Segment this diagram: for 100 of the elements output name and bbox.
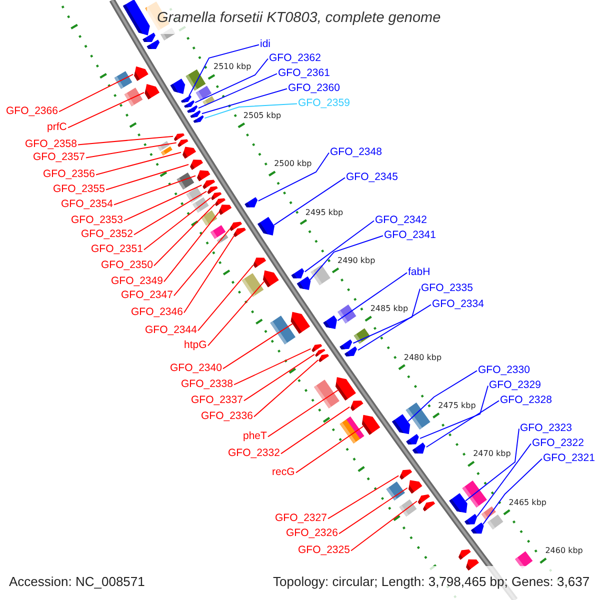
gene-pentagon bbox=[146, 40, 160, 50]
gene-label: GFO_2360 bbox=[288, 82, 340, 94]
leader-line bbox=[201, 88, 288, 114]
leader-line bbox=[338, 487, 408, 534]
gene-pentagon bbox=[178, 139, 188, 148]
gene-label: GFO_2347 bbox=[121, 289, 173, 302]
gene-label: GFO_2335 bbox=[421, 282, 473, 294]
gene-label: pheT bbox=[243, 430, 267, 442]
gene-pentagon bbox=[253, 258, 266, 268]
gene-pentagon bbox=[291, 268, 304, 278]
gene-label: GFO_2355 bbox=[53, 183, 105, 196]
gene-pentagon bbox=[323, 315, 337, 329]
gene-pentagon bbox=[144, 84, 160, 100]
leader-line bbox=[106, 164, 190, 190]
gene-pentagon bbox=[170, 78, 186, 94]
gene-label: GFO_2326 bbox=[286, 527, 338, 540]
leader-line bbox=[96, 152, 182, 176]
footer-text: Topology: circular; Length: 3,798,465 bp; Genes: 3,637 bbox=[273, 574, 590, 590]
leader-line bbox=[198, 264, 254, 332]
gene-pentagon bbox=[258, 216, 274, 236]
leader-line bbox=[482, 458, 542, 525]
gene-label: GFO_2366 bbox=[6, 105, 58, 118]
leader-line bbox=[68, 92, 145, 128]
gene-pentagon bbox=[423, 501, 436, 512]
scale-label: 2485 kbp bbox=[370, 304, 408, 314]
gene-label: GFO_2348 bbox=[330, 146, 382, 158]
gene-pentagon bbox=[187, 105, 198, 113]
gene-pentagon bbox=[412, 442, 426, 454]
gene-label: recG bbox=[272, 466, 295, 478]
leader-line bbox=[208, 281, 265, 346]
leader-line bbox=[124, 184, 202, 222]
gene-pentagon bbox=[406, 434, 419, 444]
gene-pentagon bbox=[207, 186, 218, 194]
leader-line bbox=[114, 175, 196, 206]
leader-line bbox=[310, 235, 384, 280]
gene-label: GFO_2357 bbox=[33, 151, 85, 164]
leader-line bbox=[273, 177, 346, 226]
leader-line bbox=[194, 58, 268, 104]
gene-label: fabH bbox=[408, 266, 430, 278]
leader-line bbox=[244, 354, 315, 402]
gene-label: GFO_2351 bbox=[91, 243, 143, 256]
gene-label: GFO_2349 bbox=[111, 275, 163, 288]
gene-pentagon bbox=[190, 160, 204, 170]
leader-line bbox=[280, 406, 350, 454]
gene-label: GFO_2334 bbox=[432, 298, 484, 310]
gene-pentagon bbox=[466, 559, 479, 570]
gene-pentagon bbox=[400, 469, 412, 480]
gene-label: GFO_2336 bbox=[201, 410, 253, 422]
gene-pentagon bbox=[142, 32, 156, 42]
gene-label: GFO_2352 bbox=[81, 228, 133, 240]
gene-pentagon bbox=[464, 514, 478, 525]
leader-line bbox=[258, 152, 330, 202]
scale-label: 2500 kbp bbox=[274, 159, 312, 168]
scale-label: 2490 kbp bbox=[338, 256, 376, 266]
leader-line bbox=[222, 323, 293, 370]
gene-pentagon bbox=[336, 377, 356, 401]
gene-pentagon bbox=[122, 0, 150, 36]
leader-line bbox=[465, 428, 520, 502]
gene-label: GFO_2328 bbox=[500, 394, 552, 406]
gene-pentagon bbox=[449, 493, 468, 514]
leader-line bbox=[296, 426, 364, 474]
leader-line bbox=[254, 360, 319, 418]
gene-pentagon bbox=[134, 66, 148, 81]
gene-label: GFO_2361 bbox=[278, 67, 330, 80]
leader-line bbox=[352, 288, 420, 344]
gene-pentagon bbox=[408, 480, 422, 494]
scale-label: 2460 kbp bbox=[545, 546, 583, 556]
leader-line bbox=[174, 228, 230, 296]
gene-label: GFO_2321 bbox=[543, 452, 595, 464]
leader-line bbox=[350, 500, 418, 552]
gene-pentagon bbox=[234, 228, 246, 238]
gene-pentagon bbox=[470, 522, 484, 534]
leader-line bbox=[184, 235, 235, 314]
leader-line bbox=[164, 212, 220, 282]
leader-line bbox=[154, 204, 216, 266]
gene-label: htpG bbox=[184, 339, 207, 352]
leader-line bbox=[420, 385, 488, 439]
leader-line bbox=[328, 475, 400, 520]
leader-line bbox=[144, 197, 212, 250]
scale-label: 2510 kbp bbox=[213, 62, 252, 72]
leader-line bbox=[268, 390, 338, 438]
leader-line bbox=[337, 272, 408, 322]
gene-label: GFO_2356 bbox=[43, 168, 95, 180]
gene-pentagon bbox=[184, 100, 195, 108]
gene-pentagon bbox=[290, 312, 310, 334]
scale-label: 2465 kbp bbox=[508, 498, 546, 507]
gene-pentagon bbox=[392, 414, 410, 434]
gene-pentagon bbox=[244, 197, 258, 208]
gene-label: GFO_2323 bbox=[520, 422, 572, 434]
gene-pentagon bbox=[362, 414, 380, 435]
gene-label: idi bbox=[260, 38, 271, 50]
gene-label: GFO_2340 bbox=[170, 362, 222, 374]
gene-label: GFO_2353 bbox=[71, 214, 123, 226]
gene-label: GFO_2358 bbox=[25, 138, 77, 150]
leader-line bbox=[134, 190, 208, 236]
map-title: Gramella forsetii KT0803, complete genome bbox=[157, 10, 441, 26]
leader-line bbox=[78, 136, 174, 146]
leader-line bbox=[426, 400, 500, 448]
gene-pentagon bbox=[197, 170, 210, 182]
leader-line bbox=[198, 73, 278, 109]
